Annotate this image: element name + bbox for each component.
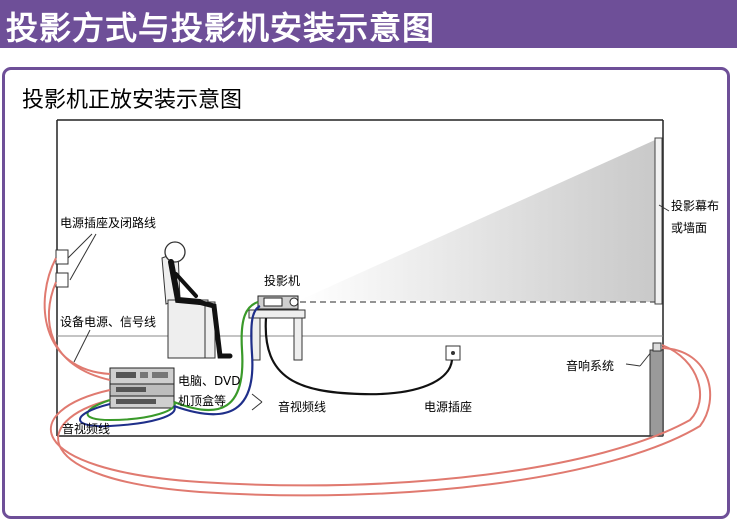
projection-screen (654, 137, 663, 305)
viewer-in-chair (161, 241, 233, 359)
label-projector: 投影机 (264, 274, 301, 288)
label-audio-system: 音响系统 (566, 359, 615, 373)
label-screen-1: 投影幕布 (671, 199, 720, 213)
label-power-socket-cable: 电源插座及闭路线 (60, 216, 157, 230)
label-power-outlet: 电源插座 (424, 400, 473, 414)
audio-connector (652, 342, 662, 352)
projector (257, 295, 299, 310)
label-av-cable-mid: 音视频线 (278, 400, 327, 414)
wall-socket-1 (55, 249, 69, 265)
page-title: 投影方式与投影机安装示意图 (6, 9, 436, 47)
projection-beam (300, 140, 655, 302)
label-set-top-box: 机顶盒等 (178, 394, 227, 408)
label-av-cable-left: 音视频线 (62, 422, 111, 436)
projector-table (248, 309, 306, 361)
label-device-power-signal: 设备电源、信号线 (60, 315, 157, 329)
leader-lines (67, 204, 670, 367)
cables (43, 257, 712, 497)
header-banner: 投影方式与投影机安装示意图 (0, 0, 737, 48)
audio-cabinet (649, 349, 664, 437)
av-equipment-stack (109, 367, 175, 409)
label-pc-dvd: 电脑、DVD (178, 374, 241, 388)
label-screen-2: 或墙面 (671, 221, 708, 235)
wall-socket-2 (55, 272, 69, 288)
diagram-title: 投影机正放安装示意图 (22, 88, 243, 113)
